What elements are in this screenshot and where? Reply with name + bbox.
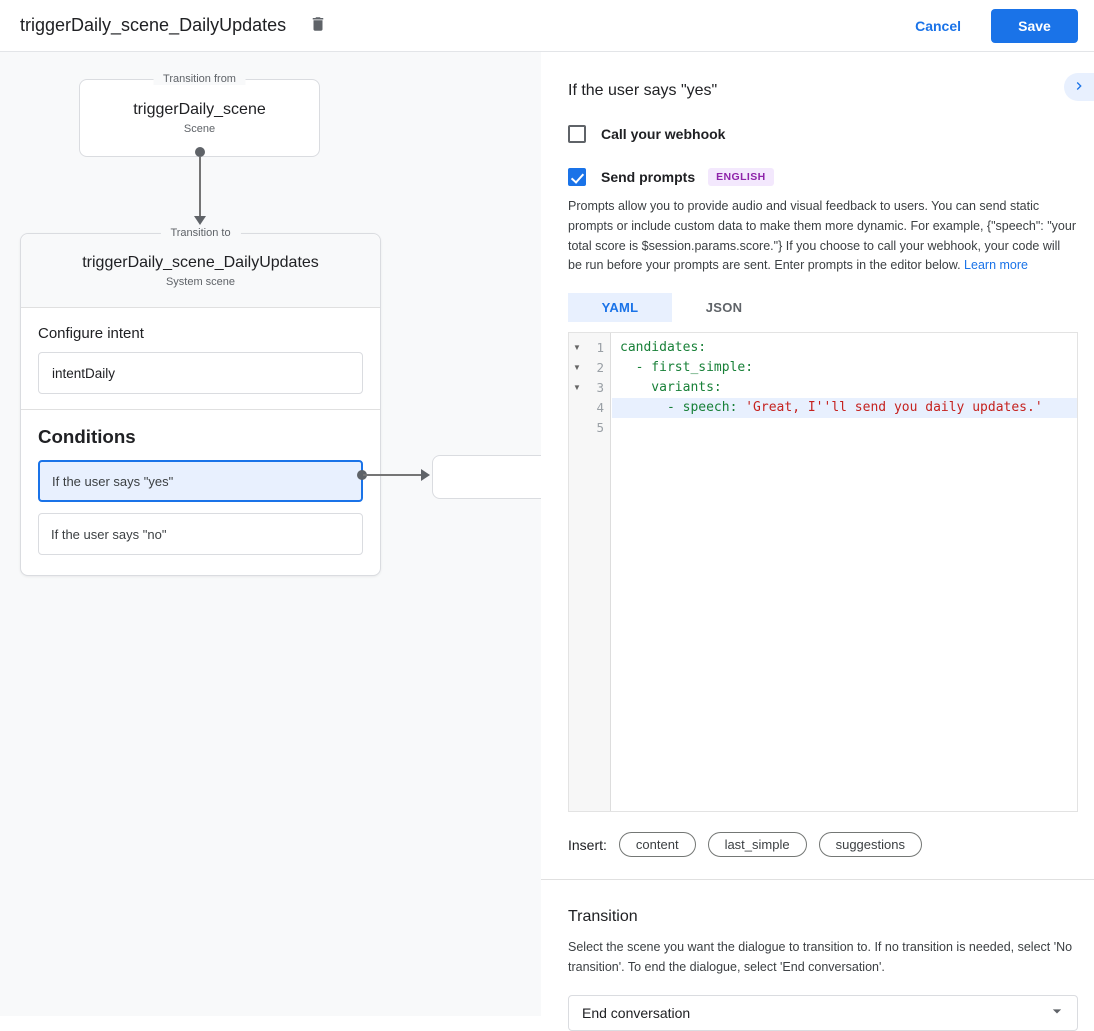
- webhook-row: Call your webhook: [568, 125, 1078, 143]
- learn-more-link[interactable]: Learn more: [964, 258, 1028, 273]
- tab-json[interactable]: JSON: [705, 300, 743, 315]
- transition-from-label: Transition from: [153, 73, 246, 85]
- cancel-button[interactable]: Cancel: [899, 10, 977, 42]
- code-line[interactable]: ▼2 - first_simple:: [569, 358, 1077, 378]
- trash-icon: [309, 14, 327, 37]
- conditions-heading: Conditions: [38, 426, 136, 447]
- editor-gutter: [569, 333, 611, 811]
- code-text: [612, 418, 1077, 438]
- top-bar: triggerDaily_scene_DailyUpdates Cancel S…: [0, 0, 1094, 52]
- condition-item[interactable]: If the user says "yes": [38, 460, 363, 502]
- configure-intent-heading: Configure intent: [38, 325, 144, 342]
- transition-select-value: End conversation: [582, 1004, 691, 1021]
- line-number: ▼3: [569, 378, 612, 398]
- insert-suggestions-button[interactable]: suggestions: [818, 832, 922, 857]
- to-scene-type: System scene: [165, 275, 236, 288]
- scene-diagram-panel: Transition from triggerDaily_scene Scene…: [0, 52, 541, 1016]
- next-node-stub[interactable]: [432, 455, 541, 499]
- transition-to-label: Transition to: [160, 227, 241, 239]
- save-button[interactable]: Save: [991, 8, 1078, 43]
- line-number: 5: [596, 420, 604, 435]
- fold-arrow-icon[interactable]: ▼: [573, 343, 581, 352]
- condition-editor-panel: If the user says "yes" Call your webhook…: [541, 52, 1094, 1031]
- line-number: ▼2: [569, 358, 612, 378]
- conditions-list: If the user says "yes" If the user says "…: [38, 460, 363, 555]
- scene-card-header: triggerDaily_scene_DailyUpdates System s…: [21, 234, 380, 308]
- insert-buttons: content last_simple suggestions: [618, 832, 934, 857]
- page-title: triggerDaily_scene_DailyUpdates: [20, 15, 287, 35]
- language-badge: ENGLISH: [708, 168, 774, 186]
- connector-dot: [195, 147, 205, 157]
- code-line[interactable]: ▼1 candidates:: [569, 338, 1077, 358]
- line-number: 4: [596, 400, 604, 415]
- transition-description: Select the scene you want the dialogue t…: [568, 940, 1073, 974]
- conditions-section: Conditions If the user says "yes"If the …: [21, 410, 380, 575]
- from-scene-name: triggerDaily_scene: [133, 101, 266, 118]
- connector-dot: [357, 470, 367, 480]
- code-line[interactable]: 5: [569, 418, 1077, 438]
- transition-to-card: Transition to triggerDaily_scene_DailyUp…: [20, 227, 381, 576]
- call-webhook-label: Call your webhook: [601, 126, 726, 142]
- code-text: candidates:: [620, 340, 707, 355]
- connector-line-vertical: [199, 157, 201, 217]
- condition-heading: If the user says "yes": [568, 82, 718, 99]
- send-prompts-row: Send prompts ENGLISH: [568, 168, 1078, 186]
- from-scene-type: Scene: [183, 123, 216, 135]
- configure-intent-section: Configure intent intentDaily: [21, 308, 380, 409]
- arrow-right-icon: [421, 469, 430, 481]
- code-text: - first_simple:: [620, 360, 754, 375]
- fold-arrow-icon[interactable]: ▼: [573, 363, 581, 372]
- section-divider: [541, 879, 1094, 880]
- insert-content-button[interactable]: content: [618, 832, 696, 857]
- prompts-description: Prompts allow you to provide audio and v…: [568, 197, 1076, 276]
- insert-label: Insert:: [568, 836, 607, 853]
- dropdown-caret-icon: [1047, 1001, 1067, 1024]
- transition-from-node[interactable]: Transition from triggerDaily_scene Scene: [79, 73, 320, 157]
- code-text: - speech: 'Great, I''ll send you daily u…: [612, 398, 1077, 418]
- insert-row: Insert: content last_simple suggestions: [568, 832, 1078, 857]
- to-scene-name: triggerDaily_scene_DailyUpdates: [82, 253, 319, 271]
- intent-input[interactable]: intentDaily: [38, 352, 363, 394]
- top-bar-actions: Cancel Save: [899, 8, 1078, 43]
- card-divider: [21, 409, 380, 410]
- line-number: ▼1: [569, 338, 612, 358]
- chevron-right-icon: [1071, 78, 1087, 97]
- transition-select[interactable]: End conversation: [568, 994, 1078, 1031]
- fold-arrow-icon[interactable]: ▼: [573, 383, 581, 392]
- insert-last_simple-button[interactable]: last_simple: [707, 832, 807, 857]
- delete-scene-button[interactable]: [304, 12, 332, 40]
- send-prompts-checkbox[interactable]: [568, 168, 586, 186]
- format-tabs: YAML JSON: [568, 293, 1078, 322]
- send-prompts-label: Send prompts: [601, 169, 696, 185]
- transition-heading: Transition: [568, 908, 638, 925]
- arrow-down-icon: [194, 216, 206, 225]
- condition-item[interactable]: If the user says "no": [38, 513, 363, 555]
- code-text: variants:: [620, 380, 722, 395]
- connector-line-horizontal: [363, 474, 423, 476]
- call-webhook-checkbox[interactable]: [568, 125, 586, 143]
- prompts-description-text: Prompts allow you to provide audio and v…: [568, 199, 1076, 273]
- tab-yaml[interactable]: YAML: [568, 293, 672, 322]
- code-line[interactable]: 4 - speech: 'Great, I''ll send you daily…: [569, 398, 1077, 418]
- collapse-panel-button[interactable]: [1064, 73, 1094, 101]
- code-line[interactable]: ▼3 variants:: [569, 378, 1077, 398]
